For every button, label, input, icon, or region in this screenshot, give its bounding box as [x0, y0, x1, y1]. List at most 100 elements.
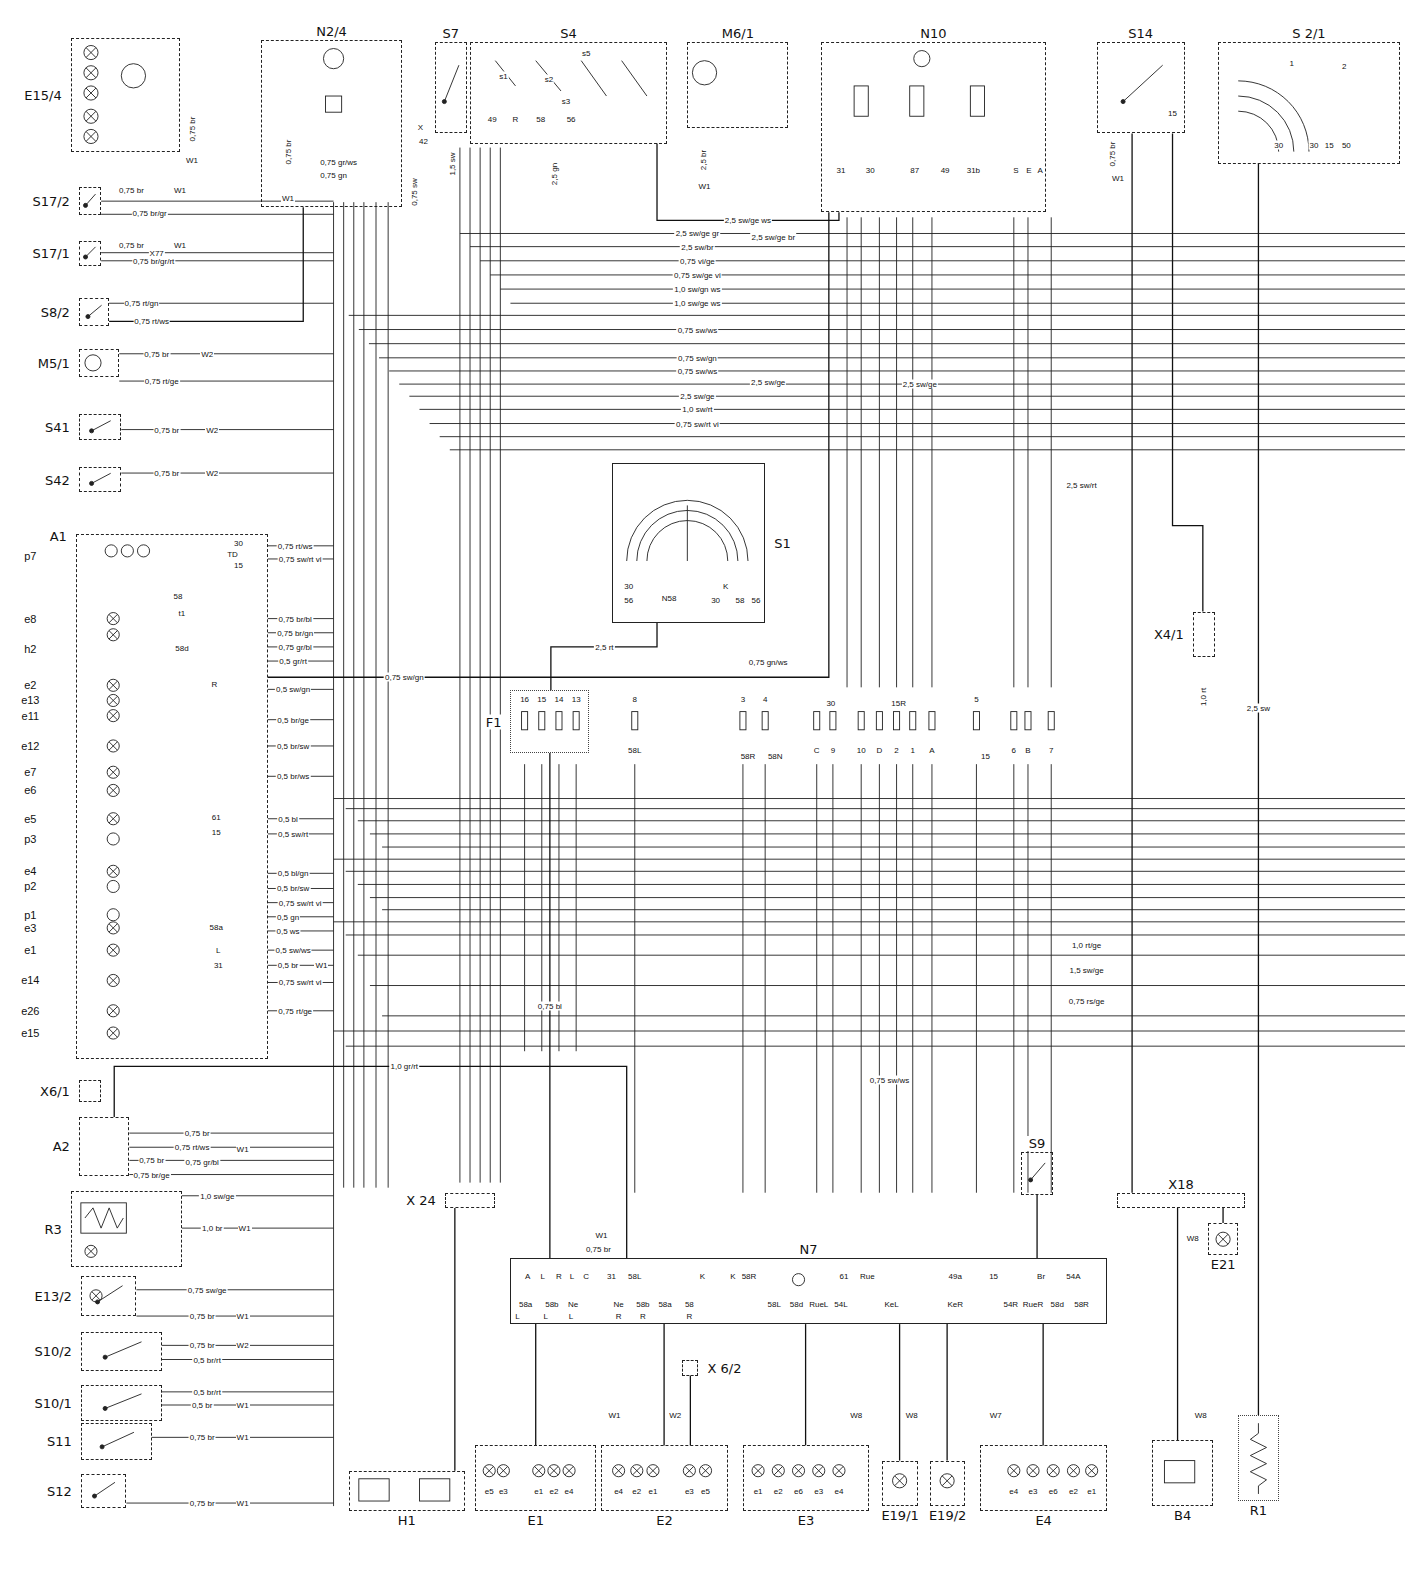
lamp-circle	[940, 1474, 954, 1488]
component-label: E21	[1209, 1257, 1238, 1272]
pin-label: 0,75 rt/ws	[174, 1143, 211, 1152]
pin-label: 2	[1341, 61, 1347, 70]
item-label: e4	[23, 865, 37, 877]
pin-label: e4	[834, 1486, 845, 1495]
pin-label: 2,5 sw/br	[680, 242, 714, 251]
component-label: R3	[42, 1221, 63, 1236]
component-label: R1	[1248, 1503, 1269, 1518]
pin-label: 9	[830, 746, 836, 755]
component-box: N2/4	[261, 40, 403, 207]
component-box: X 24	[445, 1193, 496, 1208]
pin-label: 58R	[740, 752, 757, 761]
pin-label: 30	[1309, 140, 1320, 149]
component-label: E19/1	[879, 1508, 920, 1523]
wire	[101, 201, 333, 202]
switch-blade	[86, 194, 96, 205]
pin-label: 2,5 gn	[549, 162, 558, 186]
component-label: S12	[45, 1483, 74, 1498]
lamp-symbol	[84, 66, 98, 80]
wire	[349, 315, 1405, 316]
item-label: e15	[20, 1027, 40, 1039]
pin-label: e5	[700, 1486, 711, 1495]
lamp-cross	[685, 1466, 693, 1474]
fuse-symbol	[830, 712, 836, 730]
pin-label: 0,75 br	[118, 240, 145, 249]
pin-label: W1	[236, 1499, 250, 1508]
component-label: S10/1	[32, 1395, 73, 1410]
pin-label: e2	[631, 1486, 642, 1495]
fuse-symbol	[556, 712, 562, 730]
pin-label: 0,75 br	[184, 1129, 211, 1138]
pin-label: W1	[594, 1231, 608, 1240]
pin-label: Br	[1036, 1271, 1046, 1280]
pin-label: 0,75 rt/ge	[144, 377, 180, 386]
pin-label: R	[685, 1312, 693, 1321]
pin-label: e6	[793, 1486, 804, 1495]
lamp-symbol	[1086, 1465, 1098, 1477]
pin-label: W1	[238, 1224, 252, 1233]
pin-label: 0,75 sw/ws	[869, 1075, 911, 1084]
lamp-circle	[497, 1465, 509, 1477]
lamp-cross	[614, 1466, 622, 1474]
switch-blade	[495, 61, 515, 86]
component-label: X6/1	[38, 1083, 72, 1098]
pin-label: A	[524, 1271, 531, 1280]
component-label: N10	[918, 26, 948, 41]
lamp-cross	[1010, 1466, 1018, 1474]
pin-label: 15	[536, 695, 547, 704]
component-label: X 24	[404, 1193, 438, 1208]
pin-label: e1	[533, 1486, 544, 1495]
component-box: S42	[79, 467, 121, 492]
item-label: p3	[23, 833, 37, 845]
lamp-cross	[109, 1007, 117, 1015]
wire	[500, 289, 1405, 290]
lamp-cross	[814, 1466, 822, 1474]
lamp-symbol	[107, 679, 119, 691]
wire	[101, 252, 333, 253]
lamp-symbol	[107, 944, 119, 956]
lamp-circle	[752, 1465, 764, 1477]
lamp-circle	[107, 740, 119, 752]
component-label: E15/4	[22, 88, 63, 103]
item-label: e6	[23, 784, 37, 796]
pin-label: 0,75 br	[284, 138, 293, 165]
wire	[346, 808, 1405, 809]
pin-label: L	[569, 1271, 575, 1280]
wire	[524, 764, 525, 1051]
lamp-symbol	[85, 1245, 97, 1257]
wire	[346, 934, 1405, 935]
pin-label: 30	[1273, 140, 1284, 149]
pin-label: 0,5 br	[277, 961, 299, 970]
pin-label: 0,75 sw/rt vi	[278, 554, 323, 563]
wire	[931, 217, 932, 687]
lamp-circle	[107, 974, 119, 986]
wire-color-label: 0,75 rt/ws	[133, 317, 170, 326]
lamp-circle	[647, 1465, 659, 1477]
wire	[359, 329, 1405, 330]
component-box: M6/1	[687, 42, 788, 128]
pin-label: 15	[211, 827, 222, 836]
pin-label: 30	[865, 165, 876, 174]
pin-label: s1	[498, 71, 508, 80]
switch-blade	[444, 65, 459, 101]
pin-label: e2	[1068, 1486, 1079, 1495]
lamp-symbol	[107, 710, 119, 722]
wire	[976, 764, 977, 1193]
component-label: X 6/2	[705, 1360, 743, 1375]
wire	[363, 202, 364, 1188]
pin-label: K	[722, 582, 729, 591]
sender-symbol	[1164, 1461, 1194, 1483]
pin-label: e4	[1008, 1486, 1019, 1495]
pin-label: t1	[178, 608, 187, 617]
switch-blade	[92, 473, 111, 483]
component-box: H1	[349, 1471, 465, 1511]
pin-label: C	[582, 1271, 590, 1280]
pin-label: 0,75 sw/rt vi	[278, 978, 323, 987]
wire	[334, 798, 1405, 799]
pin-label: W2	[668, 1411, 682, 1420]
pin-label: 15	[988, 1271, 999, 1280]
item-label: e13	[20, 694, 40, 706]
wire	[896, 764, 897, 1193]
pin-label: 0,75 br	[189, 1312, 216, 1321]
component-box: E21	[1208, 1223, 1238, 1255]
